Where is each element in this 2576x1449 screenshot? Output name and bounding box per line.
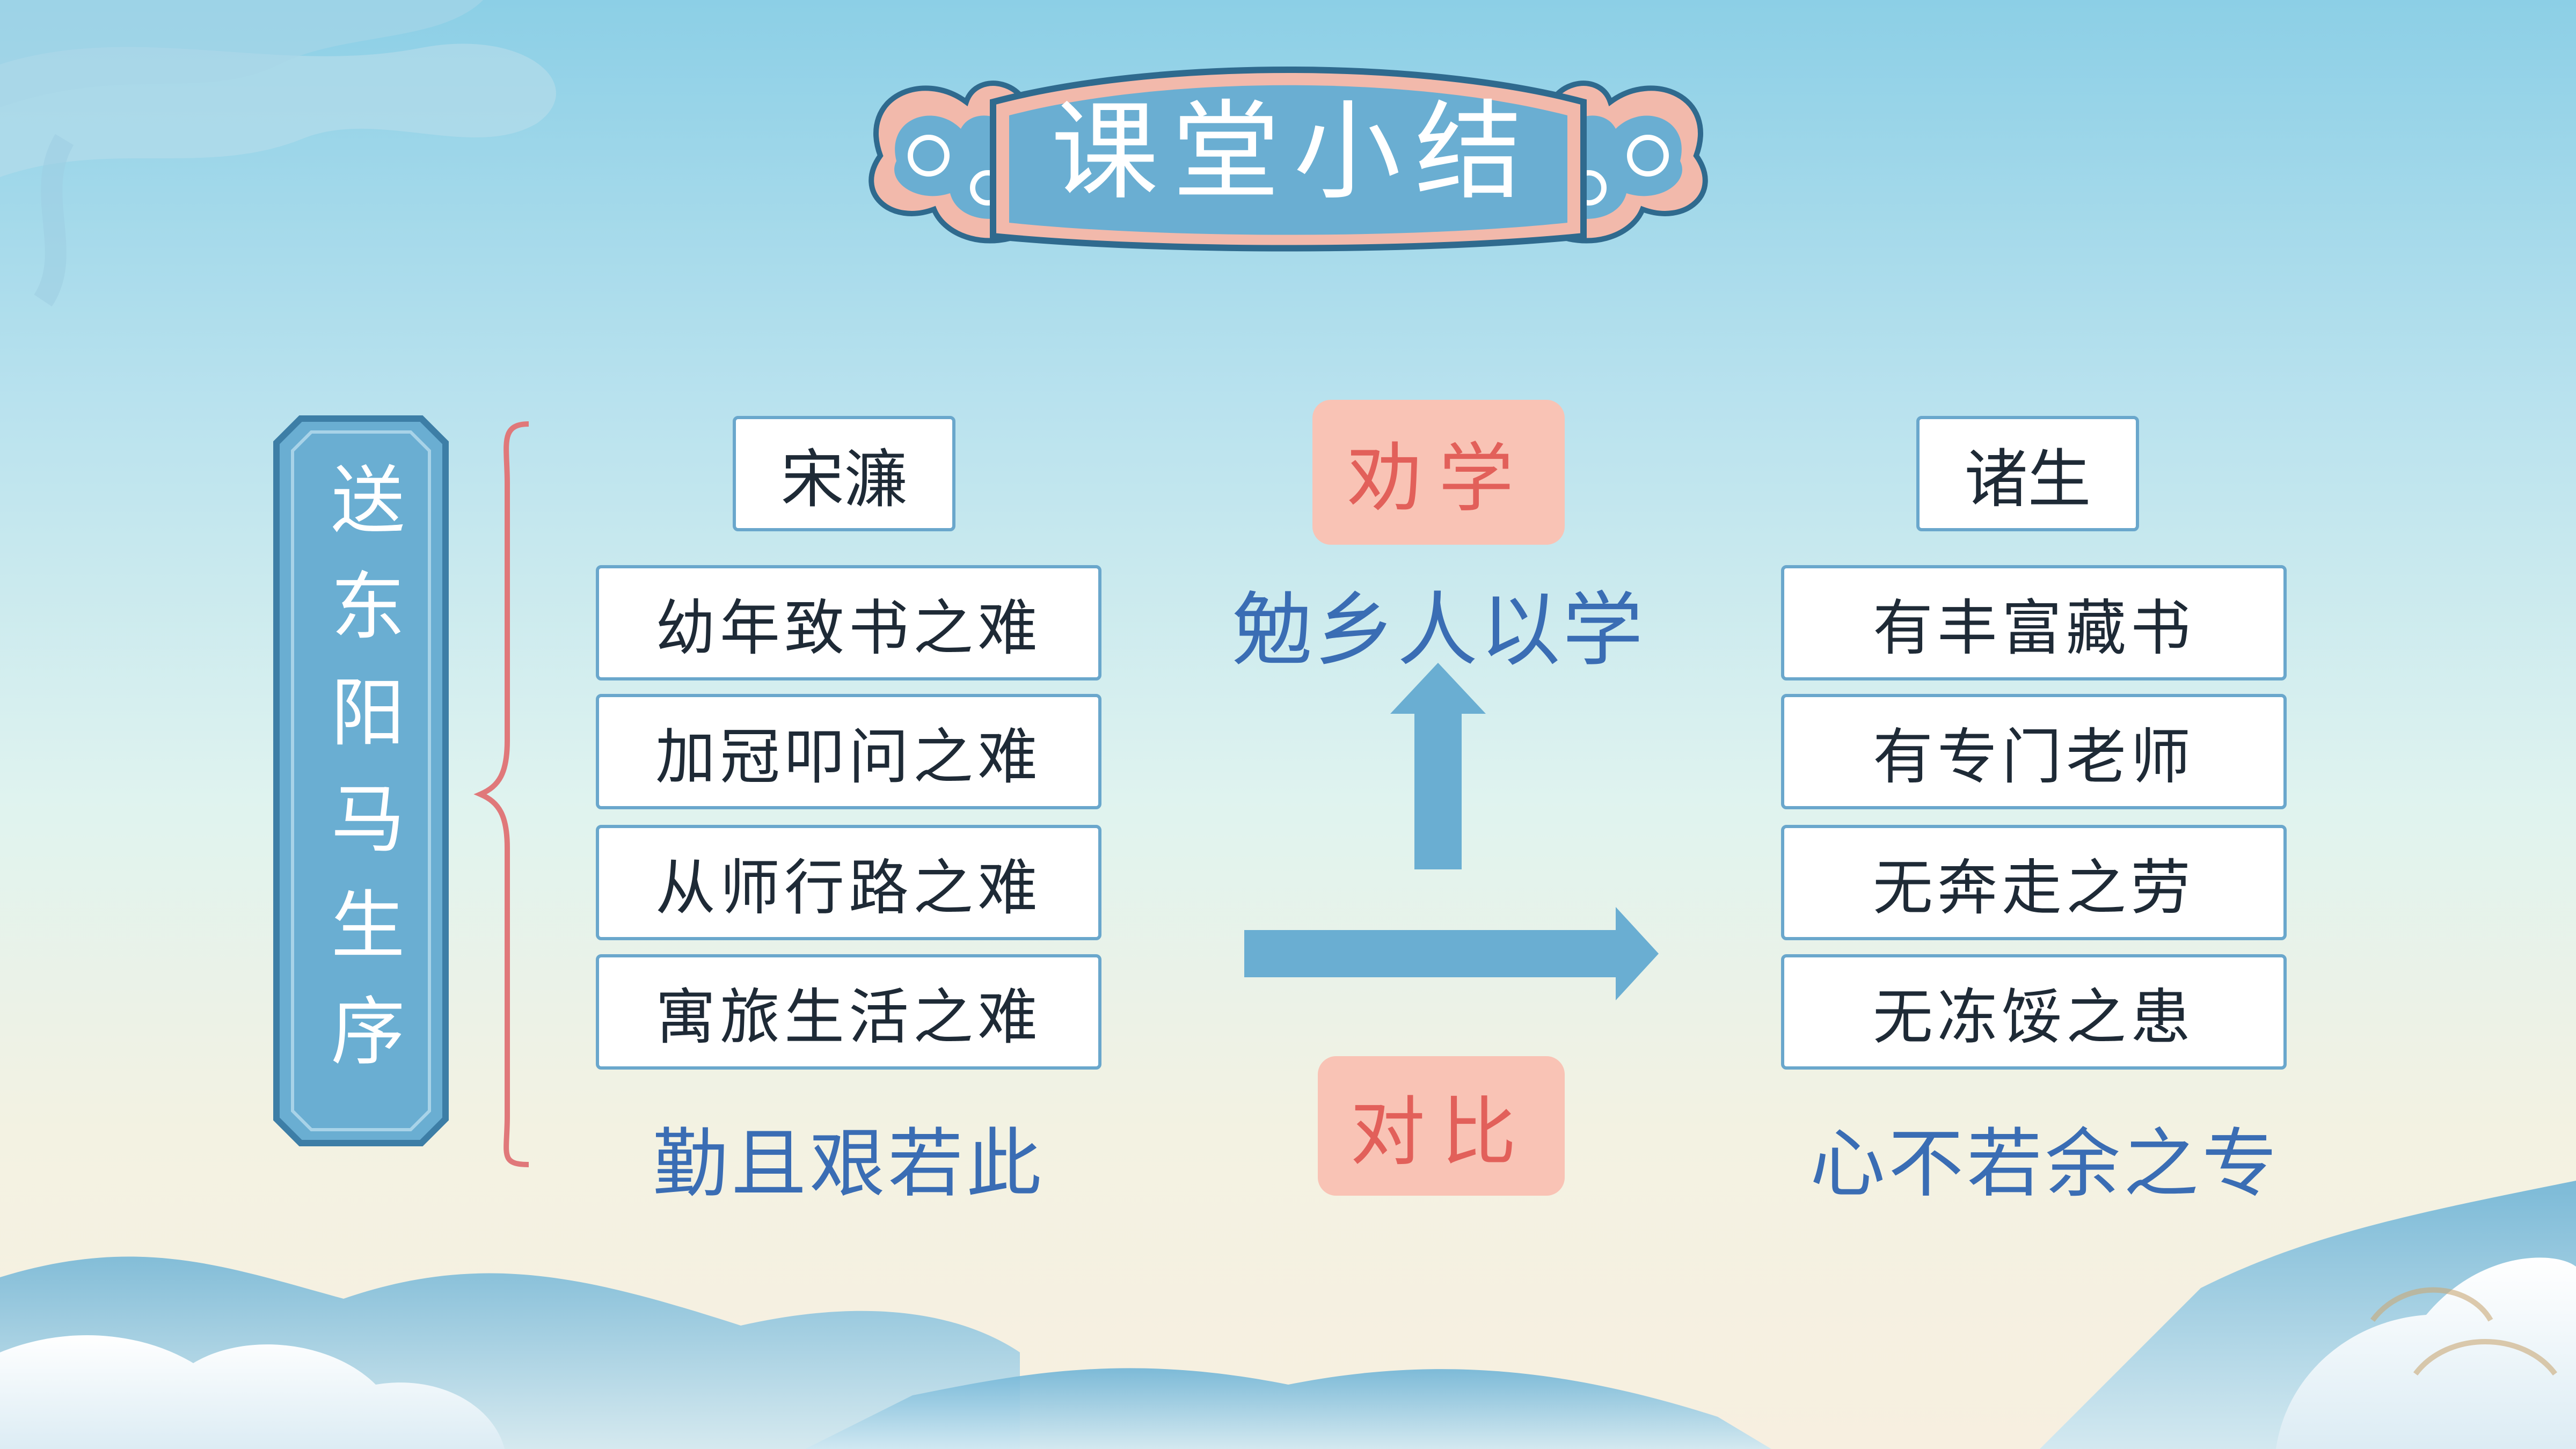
purpose-text: 勉乡人以学	[1231, 584, 1645, 677]
right-item-3: 无奔走之劳	[1781, 825, 2287, 940]
main-title-text: 送东阳马生序	[318, 460, 405, 1099]
right-arrow	[1244, 907, 1659, 1000]
page-title: 课堂小结	[1050, 90, 1536, 215]
right-item-text: 无冻馁之患	[1873, 982, 2195, 1052]
left-summary: 勤且艰若此	[652, 1121, 1045, 1208]
left-item-2: 加冠叩问之难	[596, 694, 1101, 809]
left-item-text: 加冠叩问之难	[655, 722, 1042, 792]
right-item-text: 无奔走之劳	[1873, 853, 2195, 923]
main-title: 送东阳马生序	[279, 421, 443, 1138]
up-arrow	[1390, 663, 1486, 869]
left-item-1: 幼年致书之难	[596, 565, 1101, 680]
right-item-4: 无冻馁之患	[1781, 954, 2287, 1070]
right-item-text: 有丰富藏书	[1873, 593, 2195, 663]
top-label-pill: 劝学	[1312, 400, 1565, 545]
left-header: 宋濂	[733, 416, 955, 531]
top-label-text: 劝学	[1347, 435, 1530, 523]
left-item-text: 幼年致书之难	[655, 593, 1042, 663]
right-item-2: 有专门老师	[1781, 694, 2287, 809]
left-item-text: 从师行路之难	[655, 853, 1042, 923]
right-header: 诸生	[1916, 416, 2139, 531]
right-header-text: 诸生	[1964, 442, 2091, 516]
left-item-text: 寓旅生活之难	[655, 982, 1042, 1052]
right-item-1: 有丰富藏书	[1781, 565, 2287, 680]
left-item-4: 寓旅生活之难	[596, 954, 1101, 1070]
right-item-text: 有专门老师	[1873, 722, 2195, 792]
right-summary: 心不若余之专	[1809, 1121, 2280, 1208]
left-item-3: 从师行路之难	[596, 825, 1101, 940]
bottom-label-text: 对比	[1349, 1089, 1533, 1176]
left-header-text: 宋濂	[780, 442, 908, 516]
bottom-label-pill: 对比	[1318, 1056, 1565, 1196]
